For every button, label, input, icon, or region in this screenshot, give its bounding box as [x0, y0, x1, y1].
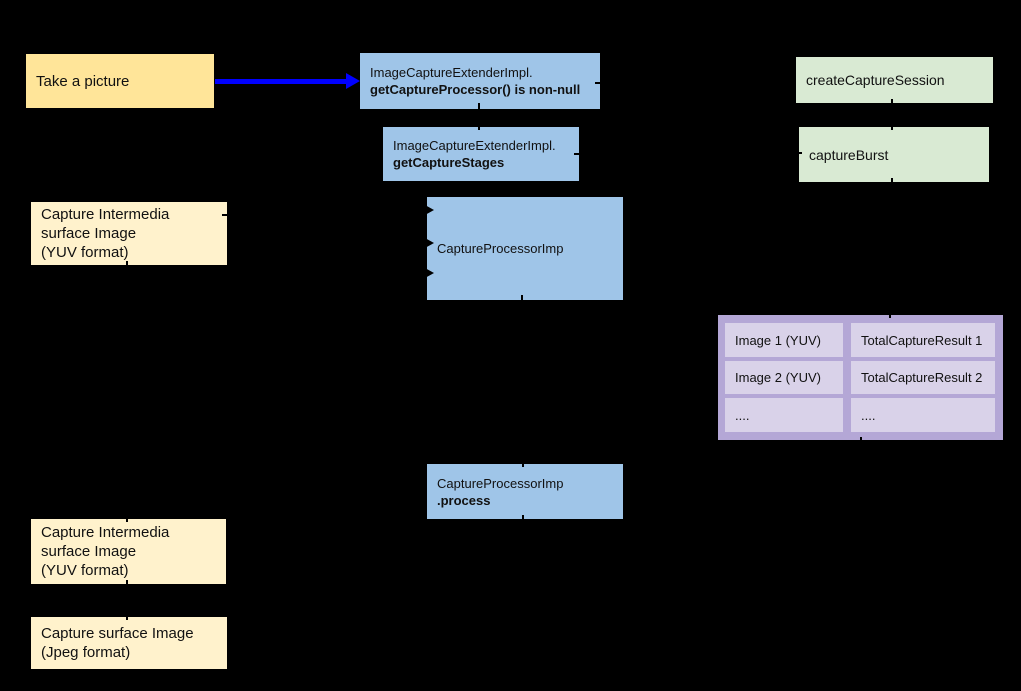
connector-arrowhead-icon [425, 268, 434, 278]
node-label-line2: surface Image [41, 225, 137, 242]
connector-arrowhead-icon [425, 238, 434, 248]
connector-stub [889, 311, 891, 318]
connector-stub [126, 515, 128, 522]
table-cell-result-more: .... [851, 398, 995, 432]
connector-stub [574, 153, 582, 155]
flow-arrow-line [215, 79, 347, 84]
connector-stub [891, 123, 893, 130]
node-label-line1: ImageCaptureExtenderImpl. [393, 138, 556, 153]
node-label: createCaptureSession [806, 72, 945, 88]
connector-stub [891, 99, 893, 106]
capture-results-table: Image 1 (YUV) TotalCaptureResult 1 Image… [718, 315, 1003, 440]
node-capture-burst: captureBurst [799, 127, 989, 182]
connector-stub [891, 178, 893, 185]
table-cell-image-1: Image 1 (YUV) [725, 323, 843, 357]
node-label-line2: surface Image [41, 543, 137, 560]
node-capture-processor-process: CaptureProcessorImp .process [427, 464, 623, 519]
connector-stub [126, 613, 128, 620]
node-label-line3: (YUV format) [41, 244, 129, 261]
table-cell-image-more: .... [725, 398, 843, 432]
connector-stub [860, 437, 862, 444]
connector-stub [595, 82, 602, 84]
node-label-line1: Capture surface Image [41, 625, 194, 642]
node-label-line2: getCaptureStages [393, 155, 505, 170]
connector-arrowhead-icon [425, 205, 434, 215]
node-label-line1: CaptureProcessorImp [437, 475, 564, 491]
node-label: Take a picture [36, 72, 130, 90]
node-capture-surface-jpeg: Capture surface Image (Jpeg format) [31, 617, 227, 669]
node-get-capture-stages: ImageCaptureExtenderImpl. getCaptureStag… [383, 127, 579, 181]
node-create-capture-session: createCaptureSession [796, 57, 993, 103]
node-capture-intermedia-surface-bottom: Capture Intermedia surface Image (YUV fo… [31, 519, 226, 584]
node-label-line1: Capture Intermedia [41, 524, 170, 541]
connector-stub [521, 295, 523, 302]
connector-stub [795, 152, 802, 154]
node-get-capture-processor: ImageCaptureExtenderImpl. getCaptureProc… [360, 53, 600, 109]
node-label-line2: getCaptureProcessor() is non-null [370, 82, 581, 97]
table-cell-result-2: TotalCaptureResult 2 [851, 361, 995, 394]
table-cell-result-1: TotalCaptureResult 1 [851, 323, 995, 357]
table-cell-image-2: Image 2 (YUV) [725, 361, 843, 394]
node-label-line2: .process [437, 492, 491, 508]
node-label: CaptureProcessorImp [437, 241, 564, 256]
connector-stub [126, 261, 128, 268]
node-capture-intermedia-surface-top: Capture Intermedia surface Image (YUV fo… [31, 202, 227, 265]
node-label-line3: (YUV format) [41, 562, 129, 579]
node-label-line2: (Jpeg format) [41, 644, 131, 661]
node-label-line1: ImageCaptureExtenderImpl. [370, 65, 533, 80]
connector-stub [522, 515, 524, 522]
connector-stub [522, 460, 524, 467]
node-capture-processor: CaptureProcessorImp [427, 197, 623, 300]
connector-stub [478, 103, 480, 110]
node-label-line1: Capture Intermedia [41, 206, 170, 223]
node-take-a-picture: Take a picture [26, 54, 214, 108]
flow-arrow-head-icon [346, 73, 360, 89]
node-label: captureBurst [809, 146, 889, 163]
connector-stub [222, 214, 230, 216]
connector-stub [126, 580, 128, 587]
connector-stub [478, 123, 480, 130]
